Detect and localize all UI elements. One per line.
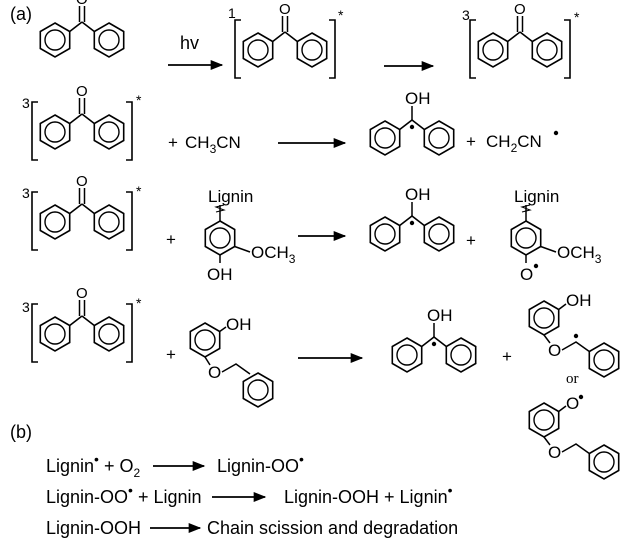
svg-text:Chain scission and degradation: Chain scission and degradation: [207, 518, 458, 538]
row1-singlet-state: [234, 1, 336, 79]
row2-plus-2: +: [466, 132, 476, 151]
row3-ketyl-radical: [370, 202, 453, 251]
row1-triplet-state: [469, 1, 571, 79]
row3-triplet-state: [31, 173, 133, 251]
row4-reagent-o: O: [208, 363, 221, 382]
row2-triplet-star: *: [136, 92, 142, 108]
b-line-3: Lignin-OOH Chain scission and degradatio…: [46, 518, 458, 538]
row1-singlet-star: *: [338, 7, 344, 23]
row3-product-methoxy: OCH3: [557, 243, 602, 266]
row3-triplet-star: *: [136, 183, 142, 199]
row2-acetonitrile: CH3CN: [185, 133, 241, 156]
row4-plus-2: +: [502, 347, 512, 366]
row1-benzophenone: [40, 0, 123, 57]
row4-plus-1: +: [166, 345, 176, 364]
row2-ketyl-radical: [370, 106, 453, 155]
row3-lignin-model: [204, 204, 251, 263]
row4-product2-phenoxy-radical: [528, 394, 620, 480]
row4-product1-benzyl-radical: [528, 300, 620, 378]
row4-triplet-star: *: [136, 295, 142, 311]
row3-product-lignin-label: Lignin: [514, 187, 559, 206]
row4-benzyloxyphenol: [189, 322, 274, 408]
b-line-1: Lignin• + O2 Lignin-OO•: [46, 451, 304, 480]
row3-phenol-oh: OH: [207, 265, 233, 284]
svg-text:Lignin-OOH: Lignin-OOH: [46, 518, 141, 538]
row4-product2-o1: O: [566, 394, 579, 413]
row3-phenoxy-radical: [510, 204, 557, 269]
row1-singlet-superscript: 1: [228, 5, 236, 21]
row1-triplet-superscript: 3: [462, 7, 470, 23]
row3-plus-1: +: [166, 230, 176, 249]
row4-reagent-oh: OH: [226, 315, 252, 334]
row3-lignin-label: Lignin: [208, 187, 253, 206]
row3-plus-2: +: [466, 231, 476, 250]
row2-triplet-state: [31, 83, 133, 161]
svg-text:Lignin-OO• + Lignin: Lignin-OO• + Lignin: [46, 482, 202, 507]
panel-label-b: (b): [10, 422, 32, 442]
row2-triplet-superscript: 3: [22, 95, 30, 111]
row4-ketyl-radical: [392, 323, 475, 372]
row2-ketyl-oh: OH: [405, 89, 431, 108]
row4-product1-o: O: [548, 341, 561, 360]
row4-ketyl-oh: OH: [427, 306, 453, 325]
svg-text:Lignin-OOH + Lignin•: Lignin-OOH + Lignin•: [284, 482, 453, 507]
row4-product1-oh: OH: [566, 291, 592, 310]
row3-triplet-superscript: 3: [22, 185, 30, 201]
b-line-2: Lignin-OO• + Lignin Lignin-OOH + Lignin•: [46, 482, 453, 507]
row3-methoxy: OCH3: [251, 243, 296, 266]
row4-triplet-state: [31, 285, 133, 363]
svg-text:Lignin-OO•: Lignin-OO•: [217, 451, 304, 476]
row2-radical-dot: [553, 130, 559, 136]
row3-product-o: O: [520, 265, 533, 284]
row4-or: or: [566, 371, 579, 387]
row1-arrow-label: hv: [180, 33, 199, 53]
row1-triplet-star: *: [574, 9, 580, 25]
row3-ketyl-oh: OH: [405, 185, 431, 204]
row4-triplet-superscript: 3: [22, 299, 30, 315]
row4-product2-o2: O: [548, 443, 561, 462]
row2-cyanomethyl-radical: CH2CN: [486, 132, 542, 155]
panel-label-a: (a): [10, 4, 32, 24]
svg-text:Lignin• + O2: Lignin• + O2: [46, 451, 140, 480]
row2-plus-1: +: [168, 133, 178, 152]
